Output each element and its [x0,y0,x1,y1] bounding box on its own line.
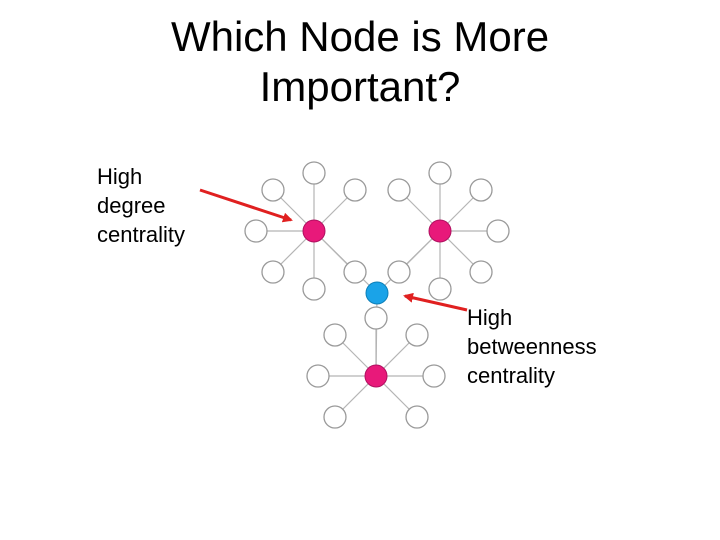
leaf-node [343,260,367,284]
leaf-node [306,364,330,388]
label-line: centrality [97,222,186,247]
betweenness-centrality-label: High betweenness centrality [467,303,597,390]
leaf-node [387,178,411,202]
leaf-node [469,260,493,284]
leaf-node [261,178,285,202]
degree-arrow [199,188,293,223]
title-line: Which Node is More [170,13,550,60]
label-line: degree [97,193,166,218]
label-line: High [467,305,513,330]
hub-node-high-degree [364,364,388,388]
label-line: centrality [467,363,556,388]
leaf-node [261,260,285,284]
leaf-node [343,178,367,202]
leaf-node [364,306,388,330]
leaf-node [428,161,452,185]
leaf-node [405,323,429,347]
leaf-node [323,405,347,429]
slide-title: Which Node is More Important? [60,12,660,112]
leaf-node [405,405,429,429]
leaf-node [387,260,411,284]
hub-node-high-degree [302,219,326,243]
label-line: High [97,164,143,189]
leaf-node [244,219,268,243]
leaf-node [302,277,326,301]
annotation-arrows [199,188,468,312]
leaf-node [469,178,493,202]
bridge-node-high-betweenness [365,281,389,305]
label-line: betweenness [467,334,597,359]
leaf-node [428,277,452,301]
leaf-node [486,219,510,243]
graph-nodes [244,161,510,429]
leaf-node [323,323,347,347]
title-line: Important? [259,63,461,110]
leaf-node [302,161,326,185]
degree-centrality-label: High degree centrality [97,162,185,249]
leaf-node [422,364,446,388]
betweenness-arrow [403,292,468,312]
hub-node-high-degree [428,219,452,243]
